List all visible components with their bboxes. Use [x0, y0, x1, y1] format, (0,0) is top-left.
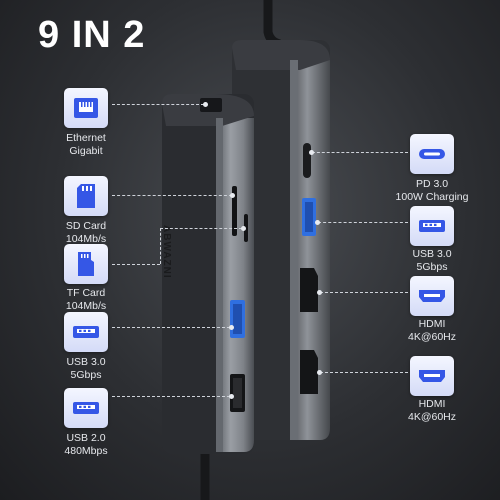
leader-line	[320, 292, 408, 293]
leader-dot	[230, 193, 235, 198]
leader-line	[112, 327, 230, 328]
leader-dot	[203, 102, 208, 107]
brand-logo: ABWAZNI	[161, 225, 172, 279]
leader-line	[112, 104, 204, 105]
hdmi-icon	[410, 276, 454, 316]
usb-icon	[410, 206, 454, 246]
leader-dot	[241, 226, 246, 231]
hdmi-port	[300, 350, 318, 394]
leader-line	[160, 228, 242, 229]
tf-card-slot	[244, 214, 248, 242]
leader-dot	[317, 290, 322, 295]
hdmi-port	[300, 268, 318, 312]
leader-line	[112, 396, 230, 397]
hdmi-icon	[410, 356, 454, 396]
hub-front	[162, 94, 254, 454]
ethernet-icon	[64, 88, 108, 128]
page-title: 9 IN 2	[38, 14, 146, 56]
leader-line	[112, 264, 160, 265]
sd-card-slot	[232, 186, 237, 236]
usb-c-port	[303, 143, 311, 178]
ethernet-port	[200, 98, 222, 112]
sd-card-icon	[64, 176, 108, 216]
leader-line	[112, 195, 232, 196]
leader-dot	[309, 150, 314, 155]
usb-icon	[64, 388, 108, 428]
leader-dot	[317, 370, 322, 375]
tf-card-icon	[64, 244, 108, 284]
usb-icon	[64, 312, 108, 352]
cable	[263, 0, 282, 49]
leader-dot	[229, 325, 234, 330]
leader-line	[320, 372, 408, 373]
leader-line	[312, 152, 408, 153]
leader-line	[318, 222, 408, 223]
leader-line	[160, 228, 161, 264]
usb-c-icon	[410, 134, 454, 174]
leader-dot	[315, 220, 320, 225]
leader-dot	[229, 394, 234, 399]
